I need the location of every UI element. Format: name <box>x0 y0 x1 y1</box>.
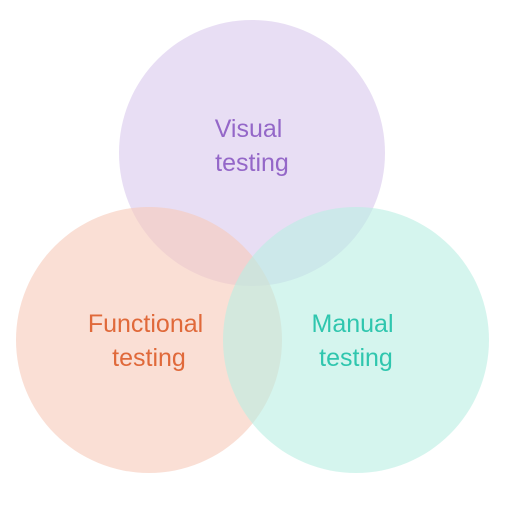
label-manual-line2: testing <box>319 344 393 372</box>
label-functional-line2: testing <box>112 344 186 372</box>
label-visual: Visual testing <box>215 115 290 177</box>
circle-functional <box>16 207 282 473</box>
label-functional-line1: Functional <box>88 310 203 338</box>
label-visual-line1: Visual <box>215 115 283 143</box>
label-manual: Manual testing <box>312 310 401 372</box>
label-manual-line1: Manual <box>312 310 394 338</box>
label-functional: Functional testing <box>88 310 210 372</box>
circle-manual <box>223 207 489 473</box>
label-visual-line2: testing <box>215 149 289 177</box>
